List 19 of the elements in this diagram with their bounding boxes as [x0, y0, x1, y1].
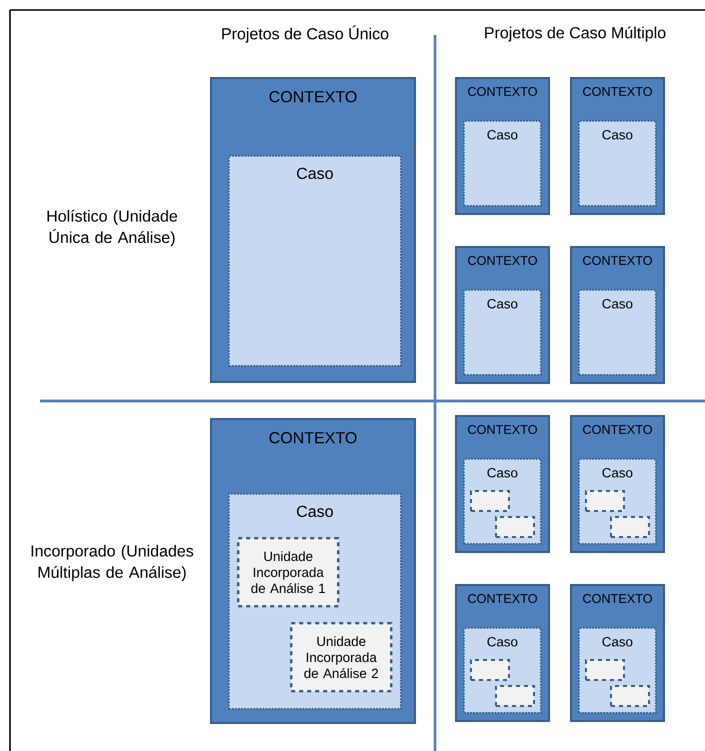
unit-box — [495, 685, 535, 707]
unit-box — [470, 659, 510, 681]
embedded-unit-box: Unidade Incorporada de Análise 1 — [237, 537, 340, 608]
case-box: Caso — [463, 120, 542, 207]
column-heading: Projetos de Caso Único — [222, 25, 388, 43]
unit-box — [495, 516, 535, 538]
column-heading: Projetos de Caso Múltiplo — [485, 26, 666, 42]
embedded-unit-box: Unidade Incorporada de Análise 2 — [290, 622, 392, 692]
case-box: Caso — [463, 289, 542, 376]
unit-box — [470, 490, 510, 512]
unit-box — [585, 659, 625, 681]
case-box: Caso — [578, 289, 657, 376]
case-box: Caso — [228, 155, 402, 367]
case-box: Caso — [578, 120, 657, 207]
unit-box — [610, 516, 650, 538]
row-heading: Holístico (Unidade Única de Análise) — [48, 210, 178, 246]
unit-box — [610, 685, 650, 707]
row-heading: Incorporado (Unidades Múltiplas de Análise) — [32, 544, 194, 582]
unit-box — [585, 490, 625, 512]
